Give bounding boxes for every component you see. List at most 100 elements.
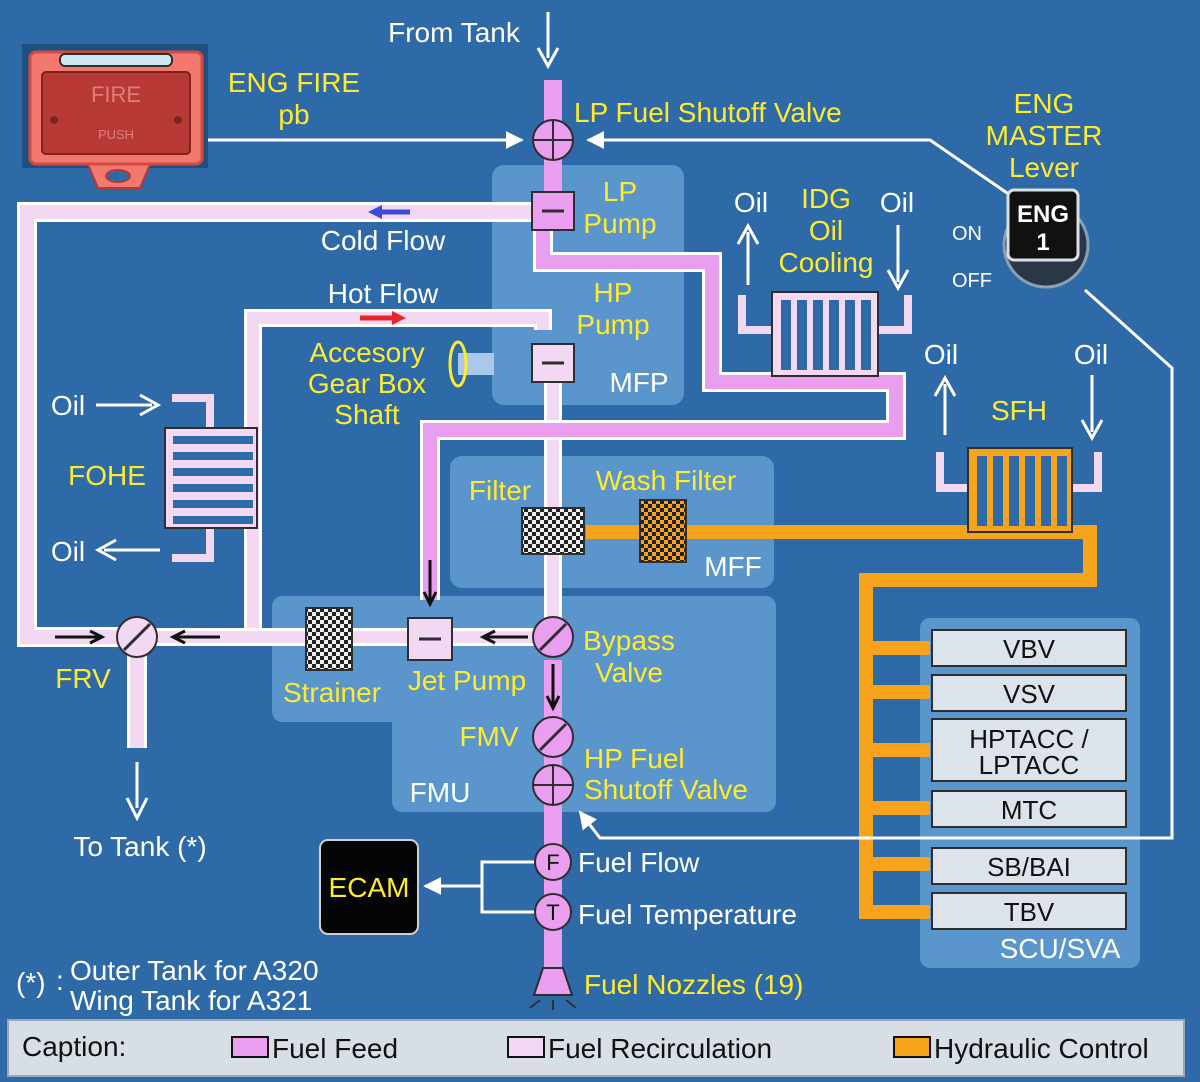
bypass-return-arrow-icon bbox=[479, 629, 528, 645]
idg-oil-out-arrow-icon bbox=[736, 222, 760, 285]
fire-button-text: FIRE bbox=[91, 82, 141, 107]
mfp-label: MFP bbox=[609, 367, 668, 398]
eng-master-switch-number: 1 bbox=[1036, 229, 1049, 256]
footnote-line-2: Wing Tank for A321 bbox=[70, 985, 312, 1016]
from-tank-arrow-icon bbox=[536, 12, 560, 70]
cold-flow-arrowhead-icon bbox=[368, 205, 382, 219]
idg-label-2: Oil bbox=[809, 215, 843, 246]
tbv-box bbox=[931, 892, 1127, 930]
accessory-gearbox-shaft-icon bbox=[448, 340, 494, 388]
fuel-feed-legend: Fuel Feed bbox=[272, 1033, 398, 1064]
bypass-valve-label-2: Valve bbox=[595, 657, 663, 688]
eng-master-switch-label: ENG bbox=[1017, 201, 1069, 228]
eng-master-label-2: MASTER bbox=[986, 120, 1103, 151]
hot-flow-in-frv-arrow-icon bbox=[169, 629, 220, 645]
filter-label: Filter bbox=[469, 475, 531, 506]
vbv-box bbox=[931, 629, 1127, 667]
caption-bar: Caption: Fuel Feed Fuel Recirculation Hy… bbox=[7, 1019, 1185, 1077]
eng-master-lp-signal bbox=[586, 131, 1011, 197]
fmv-inlet-arrow-icon bbox=[545, 664, 561, 712]
lp-pump-icon bbox=[531, 191, 575, 231]
eng-master-hp-signal bbox=[578, 288, 1174, 840]
lp-pump-label-1: LP bbox=[603, 176, 637, 207]
scu-item-vsv: VSV bbox=[1003, 679, 1056, 709]
fuel-nozzle-icon bbox=[529, 967, 577, 1010]
frv-label: FRV bbox=[55, 663, 111, 694]
caption-title: Caption: bbox=[22, 1031, 126, 1062]
hot-flow-label: Hot Flow bbox=[328, 278, 439, 309]
hp-valve-label-1: HP Fuel bbox=[584, 743, 685, 774]
jet-pump-label: Jet Pump bbox=[408, 665, 526, 696]
idg-label-1: IDG bbox=[801, 183, 851, 214]
cold-flow-in-frv-arrow-icon bbox=[55, 629, 106, 645]
agb-label-1: Accesory bbox=[309, 337, 424, 368]
fuel-nozzles-label: Fuel Nozzles (19) bbox=[584, 969, 803, 1000]
cold-flow-label: Cold Flow bbox=[321, 225, 446, 256]
idg-label-3: Cooling bbox=[779, 247, 874, 278]
fuel-feed-swatch bbox=[231, 1036, 269, 1058]
eng-master-switch[interactable]: ENG 1 bbox=[1002, 188, 1090, 289]
fuel-temperature-label: Fuel Temperature bbox=[578, 899, 797, 930]
agb-label-2: Gear Box bbox=[308, 368, 426, 399]
agb-label-3: Shaft bbox=[334, 399, 400, 430]
eng-fire-label: ENG FIRE bbox=[228, 67, 360, 98]
bypass-valve-icon bbox=[532, 616, 574, 658]
wash-filter-label: Wash Filter bbox=[596, 465, 737, 496]
lp-pump-label-2: Pump bbox=[583, 208, 656, 239]
idg-oil-out-label: Oil bbox=[734, 187, 768, 218]
ecam-display: ECAM bbox=[319, 839, 419, 935]
fohe-label: FOHE bbox=[68, 460, 146, 491]
caption-background bbox=[7, 1019, 1185, 1077]
idg-oil-cooler bbox=[738, 291, 912, 377]
fuel-temperature-sensor-icon: T bbox=[534, 893, 572, 931]
vsv-box bbox=[931, 674, 1127, 712]
mff-label: MFF bbox=[704, 551, 762, 582]
fmv-valve-icon bbox=[532, 716, 574, 758]
bypass-valve-label-1: Bypass bbox=[583, 625, 675, 656]
main-filter-icon bbox=[521, 507, 585, 555]
jet-pump-icon bbox=[407, 617, 453, 661]
fuel-flow-label: Fuel Flow bbox=[578, 847, 700, 878]
footnote-colon: : bbox=[56, 965, 64, 996]
hot-flow-arrowhead-icon bbox=[392, 311, 406, 325]
to-tank-arrow-icon bbox=[125, 762, 149, 822]
footnote-line-1: Outer Tank for A320 bbox=[70, 955, 319, 986]
scu-item-mtc: MTC bbox=[1001, 795, 1057, 825]
scu-item-vbv: VBV bbox=[1003, 634, 1056, 664]
hp-pump-label-2: Pump bbox=[576, 309, 649, 340]
hptacc-box bbox=[931, 718, 1127, 782]
fohe-oil-in-label: Oil bbox=[51, 390, 85, 421]
fohe-oil-in-arrow-icon bbox=[96, 393, 162, 417]
scu-sva-label: SCU/SVA bbox=[1000, 933, 1121, 964]
idg-oil-in-label: Oil bbox=[880, 187, 914, 218]
sfh-oil-out-label: Oil bbox=[924, 339, 958, 370]
fuel-temperature-sensor-letter: T bbox=[546, 900, 559, 925]
fuel-flow-sensor-icon: F bbox=[534, 843, 572, 881]
eng-master-label-1: ENG bbox=[1014, 88, 1075, 119]
fmu-panel bbox=[272, 596, 776, 812]
fmv-label: FMV bbox=[459, 721, 518, 752]
mtc-box bbox=[931, 790, 1127, 828]
from-tank-label: From Tank bbox=[388, 17, 521, 48]
scu-actuator-boxes: VBV VSV HPTACC / LPTACC MTC SB/BAI TBV bbox=[931, 629, 1127, 930]
hydraulic-control-legend: Hydraulic Control bbox=[934, 1033, 1149, 1064]
eng-fire-pushbutton[interactable]: FIRE PUSH bbox=[22, 44, 208, 189]
strainer-icon bbox=[305, 607, 353, 671]
scu-item-hptacc: HPTACC / bbox=[969, 724, 1089, 754]
sfh-oil-in-arrow-icon bbox=[1080, 375, 1104, 442]
feed-loop-line bbox=[423, 230, 903, 600]
fuel-flow-sensor-letter: F bbox=[546, 850, 559, 875]
eng-master-label-3: Lever bbox=[1009, 152, 1079, 183]
fohe-heat-exchanger bbox=[164, 394, 258, 562]
switch-off-label: OFF bbox=[952, 270, 992, 292]
scu-item-sb-bai: SB/BAI bbox=[987, 852, 1071, 882]
sb-bai-box bbox=[931, 847, 1127, 885]
wash-filter-icon bbox=[639, 499, 687, 563]
sfh-oil-in-label: Oil bbox=[1074, 339, 1108, 370]
jet-pump-inlet-arrow-icon bbox=[422, 560, 438, 608]
frv-valve-icon bbox=[116, 616, 158, 658]
strainer-label: Strainer bbox=[283, 677, 381, 708]
fmu-label: FMU bbox=[410, 777, 471, 808]
